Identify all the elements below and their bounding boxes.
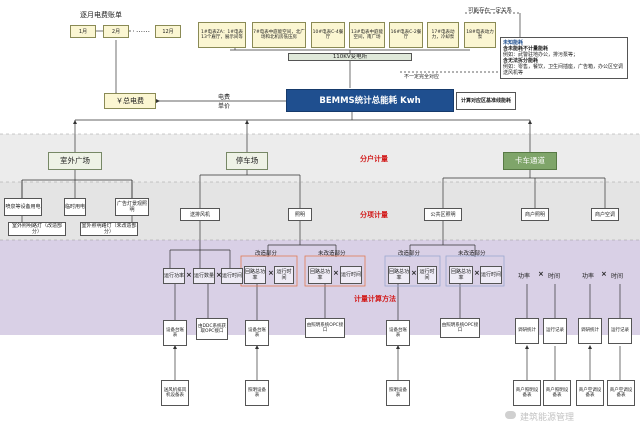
- month-box-1: 1月: [70, 25, 96, 38]
- method-lane-label: 计量计算方法: [354, 295, 396, 303]
- parking-renovated-label: 改造部分: [255, 251, 278, 257]
- src-ops-2: 运行记录: [608, 318, 632, 344]
- meter-box-7: 7#电表中庭能空间，北广场和北机房低压房: [252, 22, 306, 48]
- plight-run-time: 运行时间: [274, 266, 294, 284]
- mlight-times: ×: [538, 270, 544, 278]
- monthly-bill-title: 逐月电费账单: [80, 11, 122, 19]
- mac-times: ×: [601, 270, 607, 278]
- bemms-total-box: BEMMS统计总能耗 Kwh: [286, 89, 454, 112]
- meter-box-16: 16#电表C-2餐厅: [389, 22, 423, 48]
- plight-u-run-time: 运行时间: [340, 266, 362, 284]
- table-plamp: 照明设备表: [245, 380, 269, 406]
- watermark: 建筑能源管理: [520, 413, 575, 423]
- months-ellipsis: ……: [136, 26, 150, 34]
- plight-loop-power: 回路总功率: [244, 266, 266, 284]
- parking-fan-box: 送排风机: [180, 208, 220, 221]
- table-fan: 送风机排风机设备表: [161, 380, 189, 406]
- mac-time: 时间: [611, 273, 624, 280]
- meter-box-1: 1#电表ZA：1#电表13个雇厅，展示间等: [198, 22, 246, 48]
- plight-u-times: ×: [333, 269, 339, 277]
- month-box-12: 12月: [155, 25, 181, 38]
- household-lane-label: 分户计量: [360, 155, 388, 163]
- outdoor-plaza-box: 室外广场: [48, 152, 102, 170]
- lane-merchant-ac-box: 商户空调: [591, 208, 619, 221]
- unknown-load-box: 未知能耗 含未能耗不计量能耗 例如：武警驻地办公，排污泵等； 含无法拆分能耗 例…: [500, 37, 628, 79]
- truck-lane-box: 卡车通道: [503, 152, 557, 170]
- lane-merchant-light-box: 商户照明: [521, 208, 549, 221]
- fan-run-time: 运行时间: [221, 268, 243, 284]
- table-merchant-ac-2: 商户空调设备表: [607, 380, 635, 406]
- src-ops-1: 运行记录: [543, 318, 567, 344]
- fan-times-1: ×: [186, 271, 192, 279]
- src-plight-system: 由照明系统OPC接口: [305, 318, 345, 338]
- fan-run-power: 运行功率: [163, 268, 185, 284]
- mlight-time: 时间: [548, 273, 561, 280]
- meter-box-10: 10#电表C-4餐厅: [311, 22, 345, 48]
- lane-u-times: ×: [474, 269, 480, 277]
- src-lane-ledger: 设备台账表: [386, 320, 410, 346]
- meter-box-18: 18#电表动力泵: [464, 22, 496, 48]
- lane-run-time: 运行时间: [417, 266, 437, 284]
- itemized-lane-label: 分项计量: [360, 211, 388, 219]
- table-merchant-ac-1: 商户空调设备表: [576, 380, 604, 406]
- src-lane-system: 由照明系统OPC接口: [440, 318, 480, 338]
- plight-times: ×: [268, 269, 274, 277]
- meter-box-17: 17#电表动力，冷却泵: [427, 22, 459, 48]
- mac-power: 功率: [582, 273, 595, 280]
- month-box-2: 2月: [103, 25, 129, 38]
- area-baseline-box: 计算对应区基准线能耗: [456, 92, 516, 110]
- src-ddc: 由DDC系统获取OPC接口: [196, 318, 228, 340]
- total-fee-box: ￥总电费: [104, 93, 156, 109]
- unknown-line4: 例如：零售，餐饮，卫生间插座，广告箱，办公区空调送风机等: [503, 64, 624, 76]
- fee-arrow-label-1: 电费: [218, 94, 231, 101]
- lane-u-run-time: 运行时间: [480, 266, 502, 284]
- wechat-icon: [505, 411, 516, 419]
- parking-light-box: 照明: [288, 208, 312, 221]
- fan-run-count: 运行数量: [193, 268, 215, 284]
- plaza-item-lamps-unrenovated: 室外照明路灯（未改造部分）: [80, 222, 138, 236]
- transformer-box: 110KV变电所: [288, 53, 412, 61]
- unknown-line1: 含未能耗不计量能耗: [503, 46, 549, 52]
- lane-unrenovated-label: 未改造部分: [458, 251, 486, 257]
- plaza-item-lamps-renovated: 室外照明路灯（改造部分）: [8, 222, 66, 236]
- lane-public-light-box: 公共区照明: [424, 208, 462, 221]
- table-lane-lamp: 照明设备表: [386, 380, 410, 406]
- table-merchant-light-1: 商户照明设备表: [513, 380, 541, 406]
- src-plight-ledger: 设备台账表: [245, 320, 269, 346]
- meter-box-13: 13#电表中庭能空间，南广场: [349, 22, 385, 48]
- table-merchant-light-2: 商户照明设备表: [543, 380, 571, 406]
- parking-lot-box: 停车场: [226, 152, 268, 170]
- unknown-line2: 例如：武警驻地办公，排污泵等；: [503, 52, 579, 58]
- unknown-line3: 含无法拆分能耗: [503, 58, 539, 64]
- maybe-relation-label: 可能存在一定关系: [468, 8, 513, 14]
- plaza-item-temporary: 临时用电: [64, 198, 86, 216]
- lane-u-loop-power: 回路总功率: [449, 266, 473, 284]
- unknown-title: 未知能耗: [503, 40, 524, 46]
- lane-times: ×: [411, 269, 417, 277]
- plight-u-loop-power: 回路总功率: [308, 266, 332, 284]
- fee-arrow-label-2: 单价: [218, 103, 231, 110]
- mlight-power: 功率: [518, 273, 531, 280]
- src-survey-2: 调研统计: [578, 318, 602, 344]
- plaza-item-ad-lights: 广告灯景观照明: [115, 198, 149, 216]
- parking-unrenovated-label: 未改造部分: [318, 251, 346, 257]
- lane-renovated-label: 改造部分: [398, 251, 421, 257]
- lane-loop-power: 回路总功率: [388, 266, 410, 284]
- not-match-label: 不一定完全对应: [404, 74, 440, 80]
- fan-times-2: ×: [216, 271, 222, 279]
- src-survey-1: 调研统计: [515, 318, 539, 344]
- plaza-item-fountain: 喷泉等设备用电: [4, 198, 42, 216]
- src-fan-ledger: 设备台账表: [163, 320, 187, 346]
